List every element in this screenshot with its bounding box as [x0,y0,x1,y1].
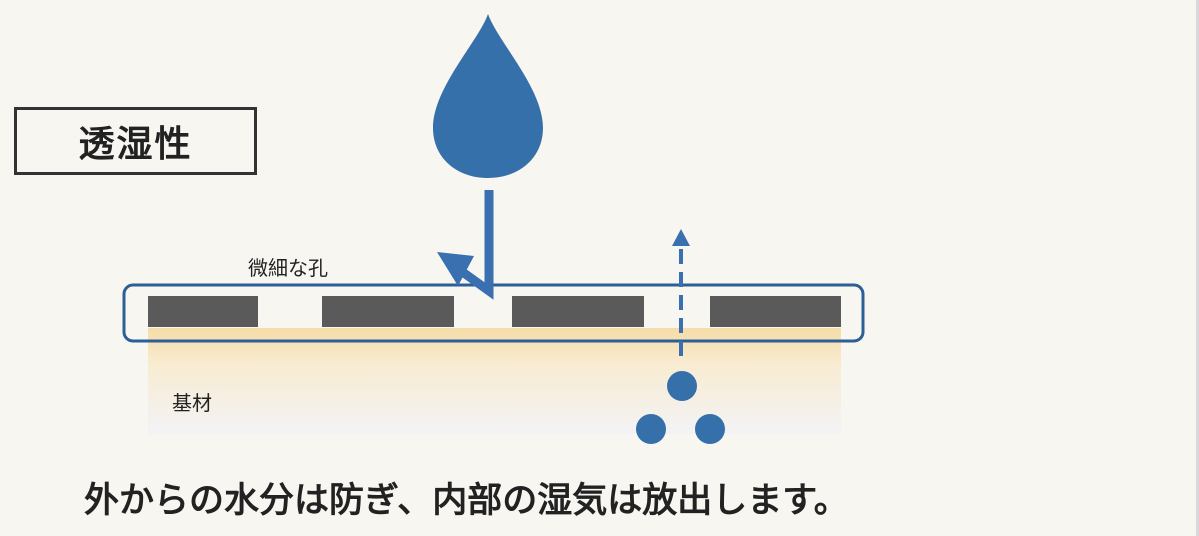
vapor-particle-icon [667,371,697,401]
substrate-label: 基材 [172,391,212,415]
pore-label: 微細な孔 [248,256,328,280]
coating-block [322,296,454,327]
coating-block [148,296,258,327]
water-drop-icon [433,14,543,178]
vapor-particle-icon [695,414,725,444]
caption: 外からの水分は防ぎ、内部の湿気は放出します。 [84,481,849,521]
substrate-layer [148,328,841,434]
coating-block [710,296,841,327]
title-box: 透湿性 [14,107,257,175]
coating-block [512,296,644,327]
vapor-arrow-icon [672,229,690,356]
vapor-particle-icon [636,414,666,444]
deflect-arrow-icon [437,190,494,300]
title-text: 透湿性 [78,124,193,165]
right-edge-rule [1196,0,1199,536]
